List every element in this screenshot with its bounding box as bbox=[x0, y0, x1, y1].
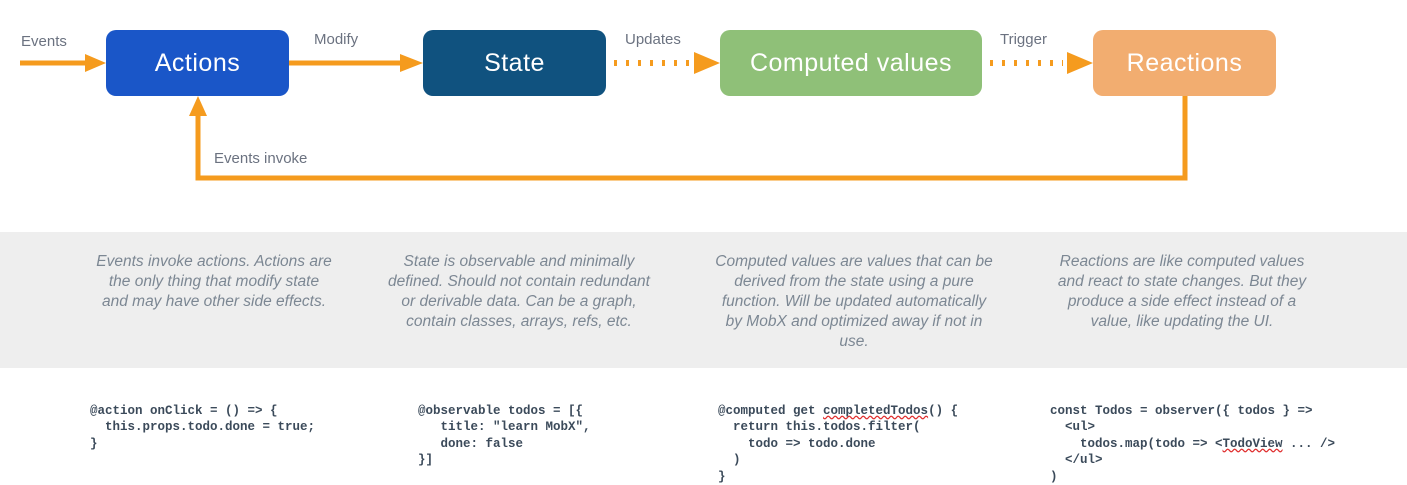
node-reactions[interactable]: Reactions bbox=[1093, 30, 1276, 96]
node-computed-values-label: Computed values bbox=[750, 49, 952, 78]
arrow-events-invoke bbox=[189, 96, 1185, 178]
arrow-updates bbox=[614, 52, 720, 74]
description-actions: Events invoke actions. Actions are the o… bbox=[94, 252, 334, 312]
node-state-label: State bbox=[484, 49, 545, 78]
code-snippet-observer: const Todos = observer({ todos } => <ul>… bbox=[1050, 403, 1335, 485]
description-computed-values: Computed values are values that can be d… bbox=[712, 252, 996, 352]
arrow-events bbox=[20, 54, 106, 72]
arrow-trigger bbox=[990, 52, 1093, 74]
node-computed-values[interactable]: Computed values bbox=[720, 30, 982, 96]
code-snippet-computed: @computed get completedTodos() { return … bbox=[718, 403, 958, 485]
code-snippet-action: @action onClick = () => { this.props.tod… bbox=[90, 403, 315, 453]
edge-label-updates: Updates bbox=[625, 31, 681, 48]
node-state[interactable]: State bbox=[423, 30, 606, 96]
node-actions-label: Actions bbox=[155, 49, 240, 78]
description-state: State is observable and minimally define… bbox=[380, 252, 658, 332]
code-snippets-area: @action onClick = () => { this.props.tod… bbox=[0, 368, 1407, 483]
edge-label-trigger: Trigger bbox=[1000, 31, 1047, 48]
edge-label-events: Events bbox=[21, 33, 67, 50]
code-snippet-observable: @observable todos = [{ title: "learn Mob… bbox=[418, 403, 591, 469]
node-actions[interactable]: Actions bbox=[106, 30, 289, 96]
edge-label-modify: Modify bbox=[314, 31, 358, 48]
node-reactions-label: Reactions bbox=[1127, 49, 1243, 78]
flow-diagram: Actions State Computed values Reactions … bbox=[0, 0, 1407, 232]
description-band: Events invoke actions. Actions are the o… bbox=[0, 232, 1407, 368]
description-reactions: Reactions are like computed values and r… bbox=[1052, 252, 1312, 332]
edge-label-events-invoke: Events invoke bbox=[214, 150, 307, 167]
arrow-modify bbox=[289, 54, 423, 72]
